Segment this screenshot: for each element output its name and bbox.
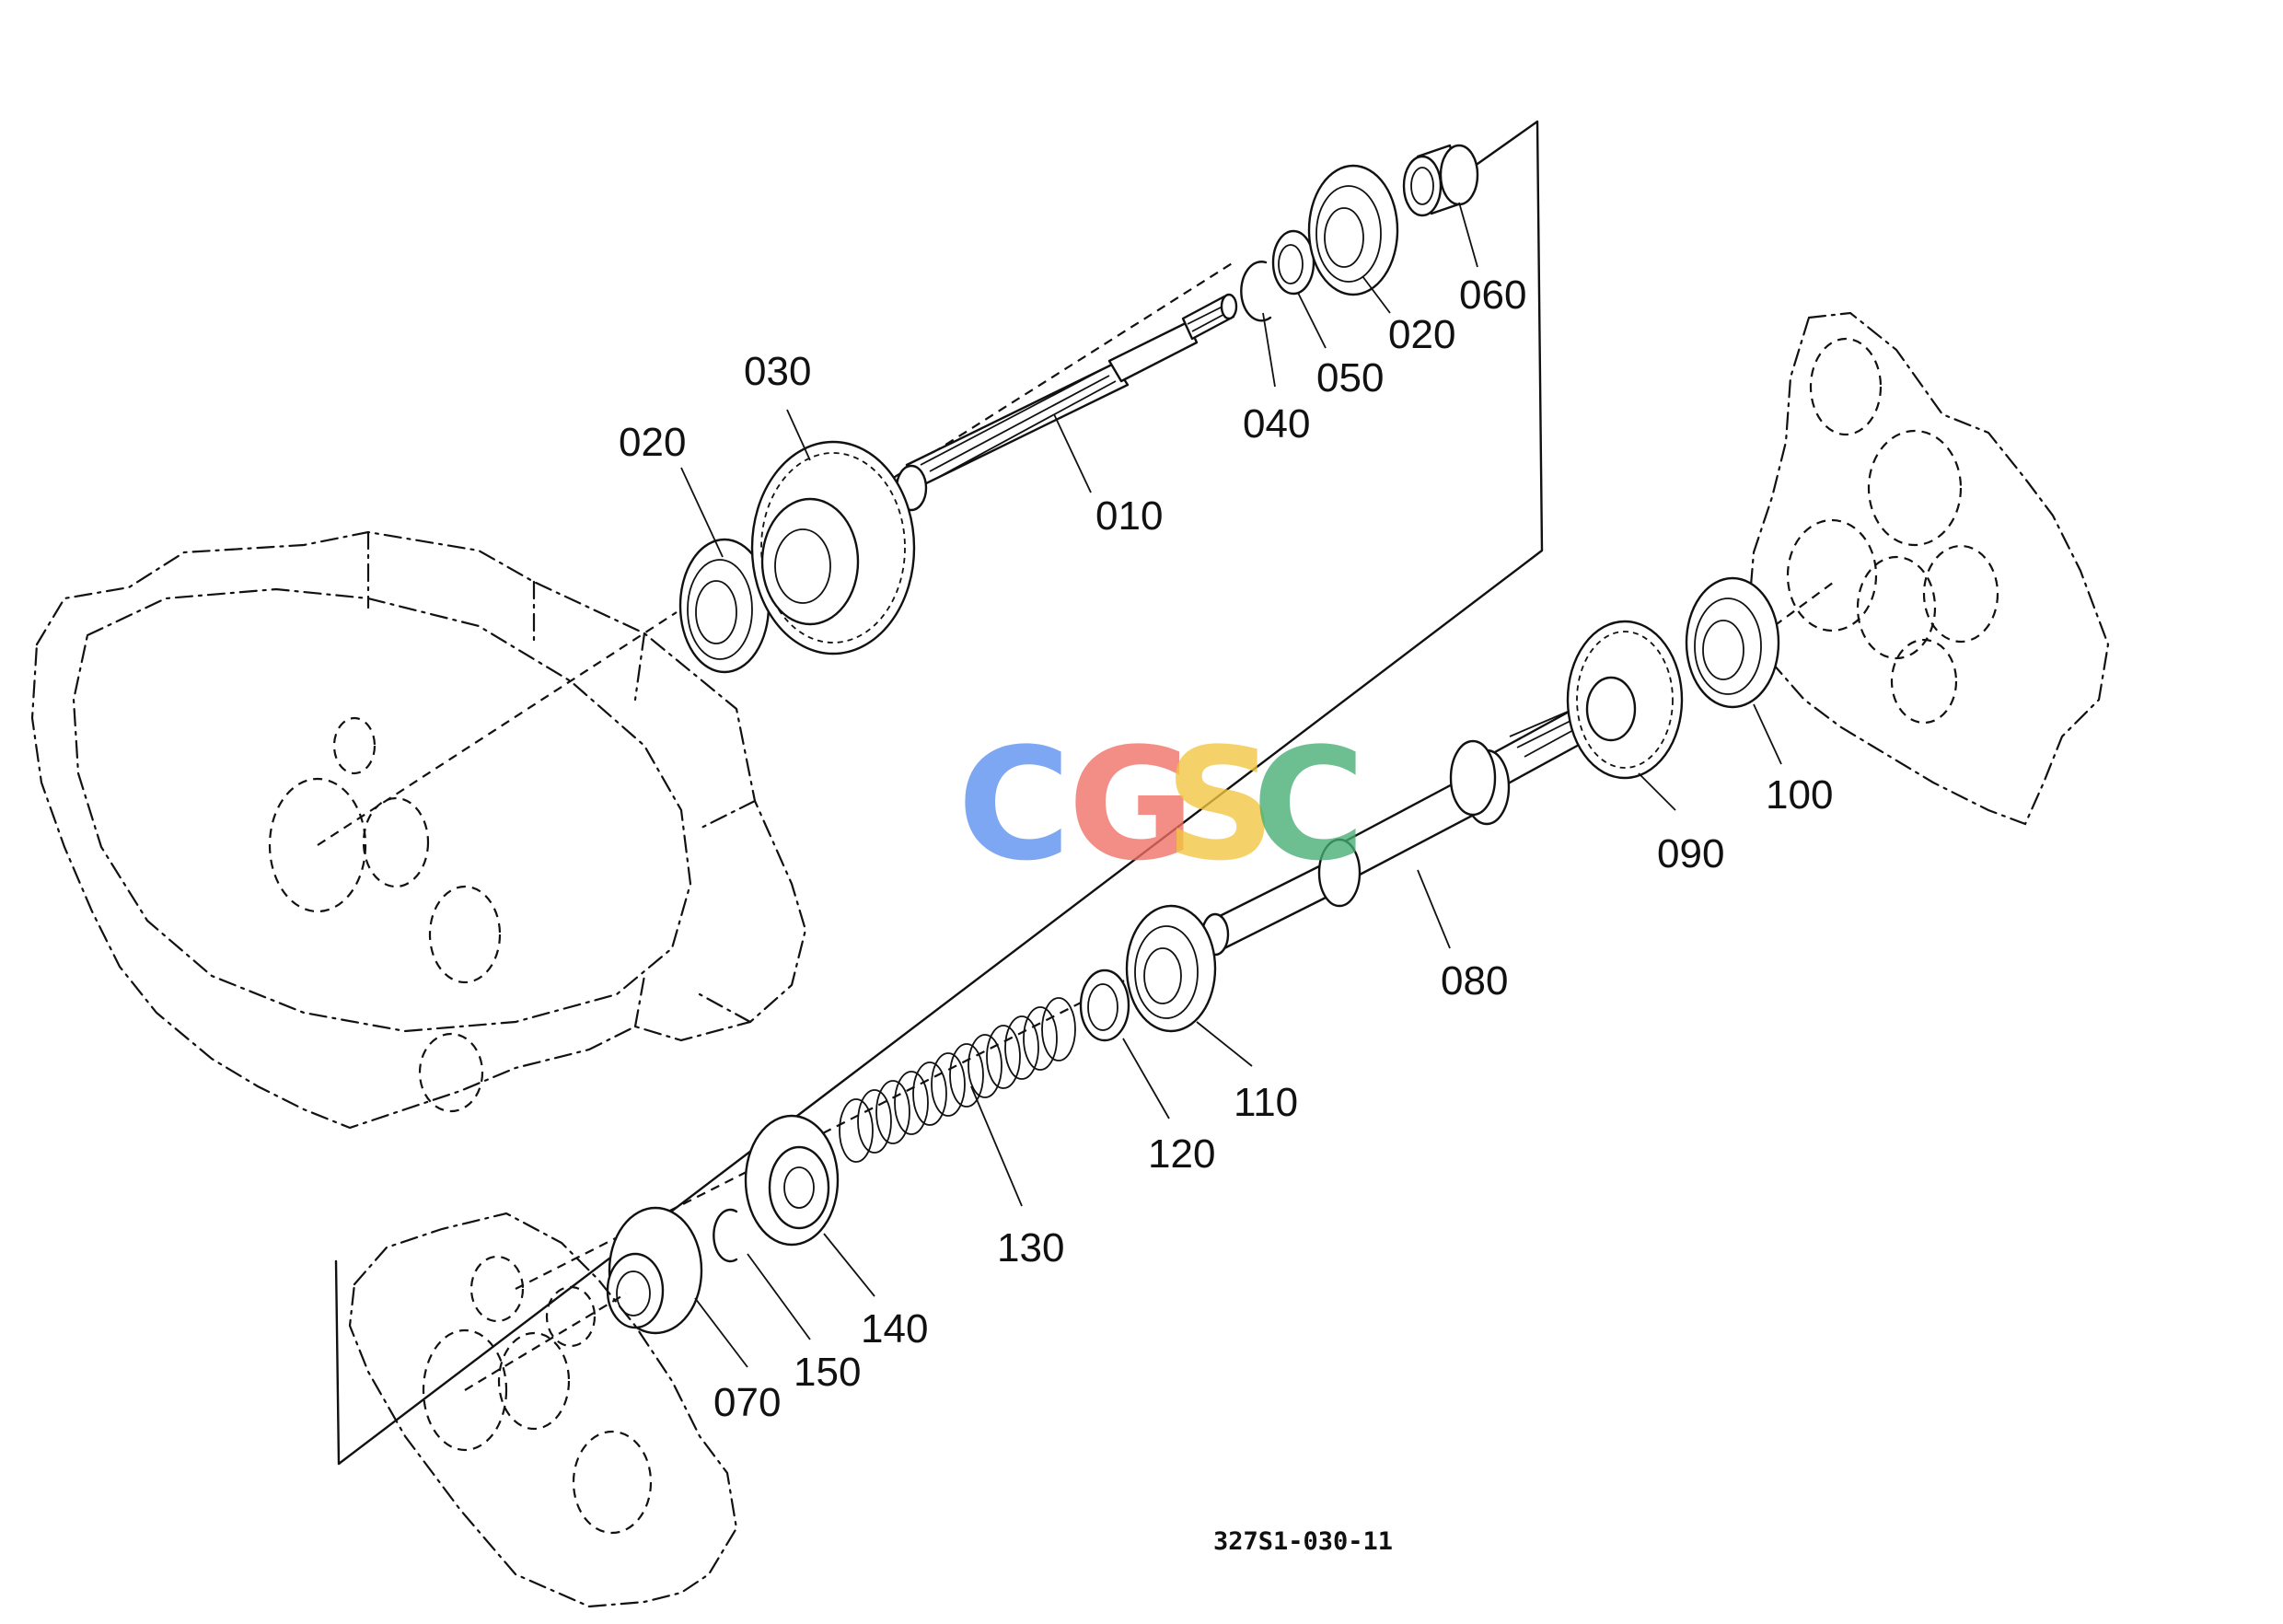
cover-disc-070 <box>606 1206 703 1335</box>
upper-shaft-assembly <box>678 144 1479 674</box>
callout-020a: 020 <box>619 420 686 465</box>
callout-040: 040 <box>1243 401 1310 447</box>
collar-050 <box>1271 229 1315 296</box>
watermark-logo: C G S C <box>957 714 1365 895</box>
splined-shaft-010 <box>895 293 1238 512</box>
bushing-060 <box>1402 144 1479 217</box>
front-cover-plate <box>348 1212 738 1608</box>
watermark-letter-3: S <box>1165 714 1276 895</box>
callout-090: 090 <box>1657 831 1724 876</box>
callout-labels: 010 020 020 030 040 050 060 070 080 090 … <box>619 273 1833 1425</box>
washer-120 <box>1079 969 1130 1042</box>
shifter-140 <box>744 1114 840 1247</box>
assembly-plane-frame <box>334 120 1544 1466</box>
watermark-letter-1: C <box>957 714 1071 895</box>
callout-130: 130 <box>997 1225 1064 1270</box>
callout-110: 110 <box>1234 1080 1298 1125</box>
watermark-letter-2: G <box>1068 714 1195 895</box>
watermark-letter-4: C <box>1252 714 1365 895</box>
callout-150: 150 <box>794 1350 861 1395</box>
callout-030: 030 <box>744 349 811 394</box>
ball-bearing-100 <box>1685 576 1780 709</box>
callout-120: 120 <box>1148 1131 1215 1177</box>
rear-cover-plate <box>1747 311 2110 826</box>
shaft-080 <box>1200 707 1593 957</box>
callout-010: 010 <box>1095 493 1163 539</box>
spur-gear-090 <box>1566 620 1684 780</box>
callout-080: 080 <box>1441 958 1508 1003</box>
ball-bearing-110 <box>1125 904 1217 1033</box>
spur-gear-030 <box>750 440 916 655</box>
callout-100: 100 <box>1766 772 1833 818</box>
snap-ring-040 <box>1240 261 1272 322</box>
lower-shaft-assembly <box>515 576 1780 1335</box>
coil-spring-130 <box>839 997 1076 1163</box>
callout-070: 070 <box>713 1380 781 1425</box>
snap-ring-150 <box>713 1208 738 1263</box>
ball-bearing-020b <box>1307 164 1399 296</box>
callout-140: 140 <box>861 1306 928 1351</box>
transmission-housing <box>30 530 807 1130</box>
callout-060: 060 <box>1459 273 1526 318</box>
callout-020b: 020 <box>1388 312 1455 357</box>
callout-050: 050 <box>1316 355 1384 400</box>
document-code: 327S1-030-11 <box>1213 1527 1393 1556</box>
leader-lines <box>680 202 1782 1368</box>
